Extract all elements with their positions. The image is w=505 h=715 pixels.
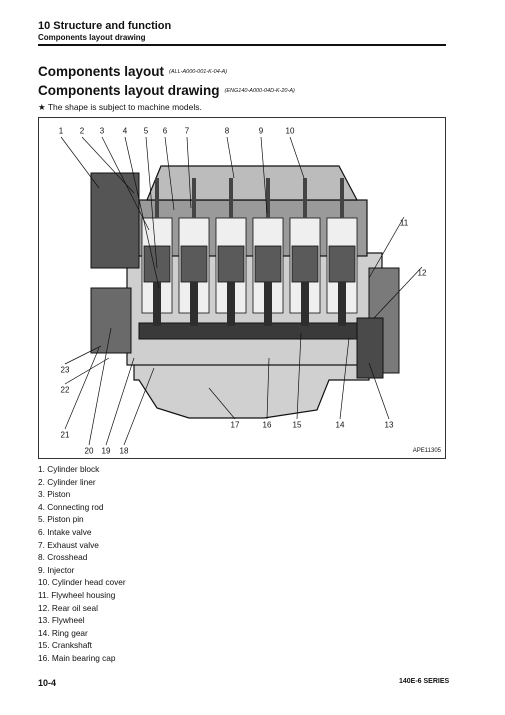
cylinder-head-cover xyxy=(146,165,358,201)
piston xyxy=(254,245,282,283)
leader-line xyxy=(208,387,236,420)
leader-line xyxy=(339,337,350,420)
leader-line xyxy=(266,357,270,420)
leader-line xyxy=(289,136,305,179)
valve xyxy=(192,178,196,218)
leader-line xyxy=(101,136,150,231)
legend-item: 13. Flywheel xyxy=(38,615,85,626)
legend-item: 3. Piston xyxy=(38,489,71,500)
callout-17: 17 xyxy=(230,420,240,430)
leader-line xyxy=(373,266,423,319)
connecting-rod xyxy=(190,282,198,326)
figure-code: APE11305 xyxy=(412,448,441,454)
leader-line xyxy=(164,136,175,211)
callout-15: 15 xyxy=(292,420,302,430)
leader-line xyxy=(64,345,102,365)
callout-12: 12 xyxy=(417,268,427,278)
callout-11: 11 xyxy=(399,218,409,228)
legend-item: 15. Crankshaft xyxy=(38,640,92,651)
legend-item: 10. Cylinder head cover xyxy=(38,577,126,588)
valve xyxy=(266,178,270,218)
callout-10: 10 xyxy=(285,126,295,136)
piston xyxy=(217,245,245,283)
legend-item: 1. Cylinder block xyxy=(38,464,100,474)
legend-item: 2. Cylinder liner xyxy=(38,476,96,487)
callout-4: 4 xyxy=(122,126,128,136)
section-title: Components layout (ALL-A000-001-K-04-A) xyxy=(38,64,227,79)
legend-item: 4. Connecting rod xyxy=(38,501,104,512)
legend-item: 6. Intake valve xyxy=(38,526,92,537)
callout-18: 18 xyxy=(119,446,129,456)
valve xyxy=(340,178,344,218)
legend-item: 16. Main bearing cap xyxy=(38,652,116,663)
callout-14: 14 xyxy=(335,420,345,430)
legend-item: 12. Rear oil seal xyxy=(38,602,98,613)
components-legend: 1. Cylinder block 2. Cylinder liner 3. P… xyxy=(38,463,126,665)
leader-line xyxy=(64,347,100,430)
leader-line xyxy=(105,357,135,446)
connecting-rod xyxy=(338,282,346,326)
legend-item: 8. Crosshead xyxy=(38,552,88,563)
valve xyxy=(229,178,233,218)
flywheel xyxy=(356,317,384,379)
series-label: 140E-6 SERIES xyxy=(399,678,450,685)
piston xyxy=(180,245,208,283)
callout-21: 21 xyxy=(60,430,70,440)
callout-22: 22 xyxy=(60,385,70,395)
callout-5: 5 xyxy=(143,126,149,136)
section-subtitle-code: (ENG140-A000-04D-K-20-A) xyxy=(224,88,295,95)
section-title-text: Components layout xyxy=(38,64,165,79)
callout-13: 13 xyxy=(384,420,394,430)
header-title: 10 Structure and function xyxy=(38,20,172,32)
valve xyxy=(303,178,307,218)
callout-8: 8 xyxy=(224,126,230,136)
header-rule xyxy=(38,44,446,46)
section-subtitle: Components layout drawing (ENG140-A000-04… xyxy=(38,83,295,98)
crankshaft xyxy=(138,322,370,340)
leader-line xyxy=(296,332,302,420)
legend-item: 11. Flywheel housing xyxy=(38,589,116,600)
legend-item: 5. Piston pin xyxy=(38,514,84,525)
piston xyxy=(291,245,319,283)
callout-23: 23 xyxy=(60,365,70,375)
leader-line xyxy=(88,327,112,446)
callout-6: 6 xyxy=(162,126,168,136)
leader-line xyxy=(260,136,268,214)
section-title-code: (ALL-A000-001-K-04-A) xyxy=(169,69,228,76)
leader-line xyxy=(64,357,110,385)
callout-16: 16 xyxy=(262,420,272,430)
callout-1: 1 xyxy=(58,126,64,136)
connecting-rod xyxy=(301,282,309,326)
callout-2: 2 xyxy=(79,126,85,136)
front-cover xyxy=(90,287,132,354)
header-subtitle: Components layout drawing xyxy=(38,33,146,42)
legend-item: 14. Ring gear xyxy=(38,627,88,638)
legend-item: 7. Exhaust valve xyxy=(38,539,99,550)
piston xyxy=(328,245,356,283)
leader-line xyxy=(368,362,390,420)
leader-line xyxy=(60,136,100,189)
leader-line xyxy=(124,136,160,289)
legend-item: 9. Injector xyxy=(38,564,75,575)
leader-line xyxy=(123,367,155,446)
connecting-rod xyxy=(153,282,161,326)
connecting-rod xyxy=(264,282,272,326)
section-subtitle-text: Components layout drawing xyxy=(38,83,220,98)
leader-line xyxy=(226,136,235,179)
valve xyxy=(155,178,159,218)
callout-7: 7 xyxy=(184,126,190,136)
leader-line xyxy=(186,136,192,209)
leader-line xyxy=(368,216,405,279)
shape-note: ★ The shape is subject to machine models… xyxy=(38,102,202,112)
callout-19: 19 xyxy=(101,446,111,456)
callout-20: 20 xyxy=(84,446,94,456)
page-number: 10-4 xyxy=(38,678,57,688)
oil-pan xyxy=(133,362,370,419)
callout-9: 9 xyxy=(258,126,264,136)
callout-3: 3 xyxy=(99,126,105,136)
engine-illustration xyxy=(60,136,423,446)
connecting-rod xyxy=(227,282,235,326)
leader-line xyxy=(145,136,158,269)
